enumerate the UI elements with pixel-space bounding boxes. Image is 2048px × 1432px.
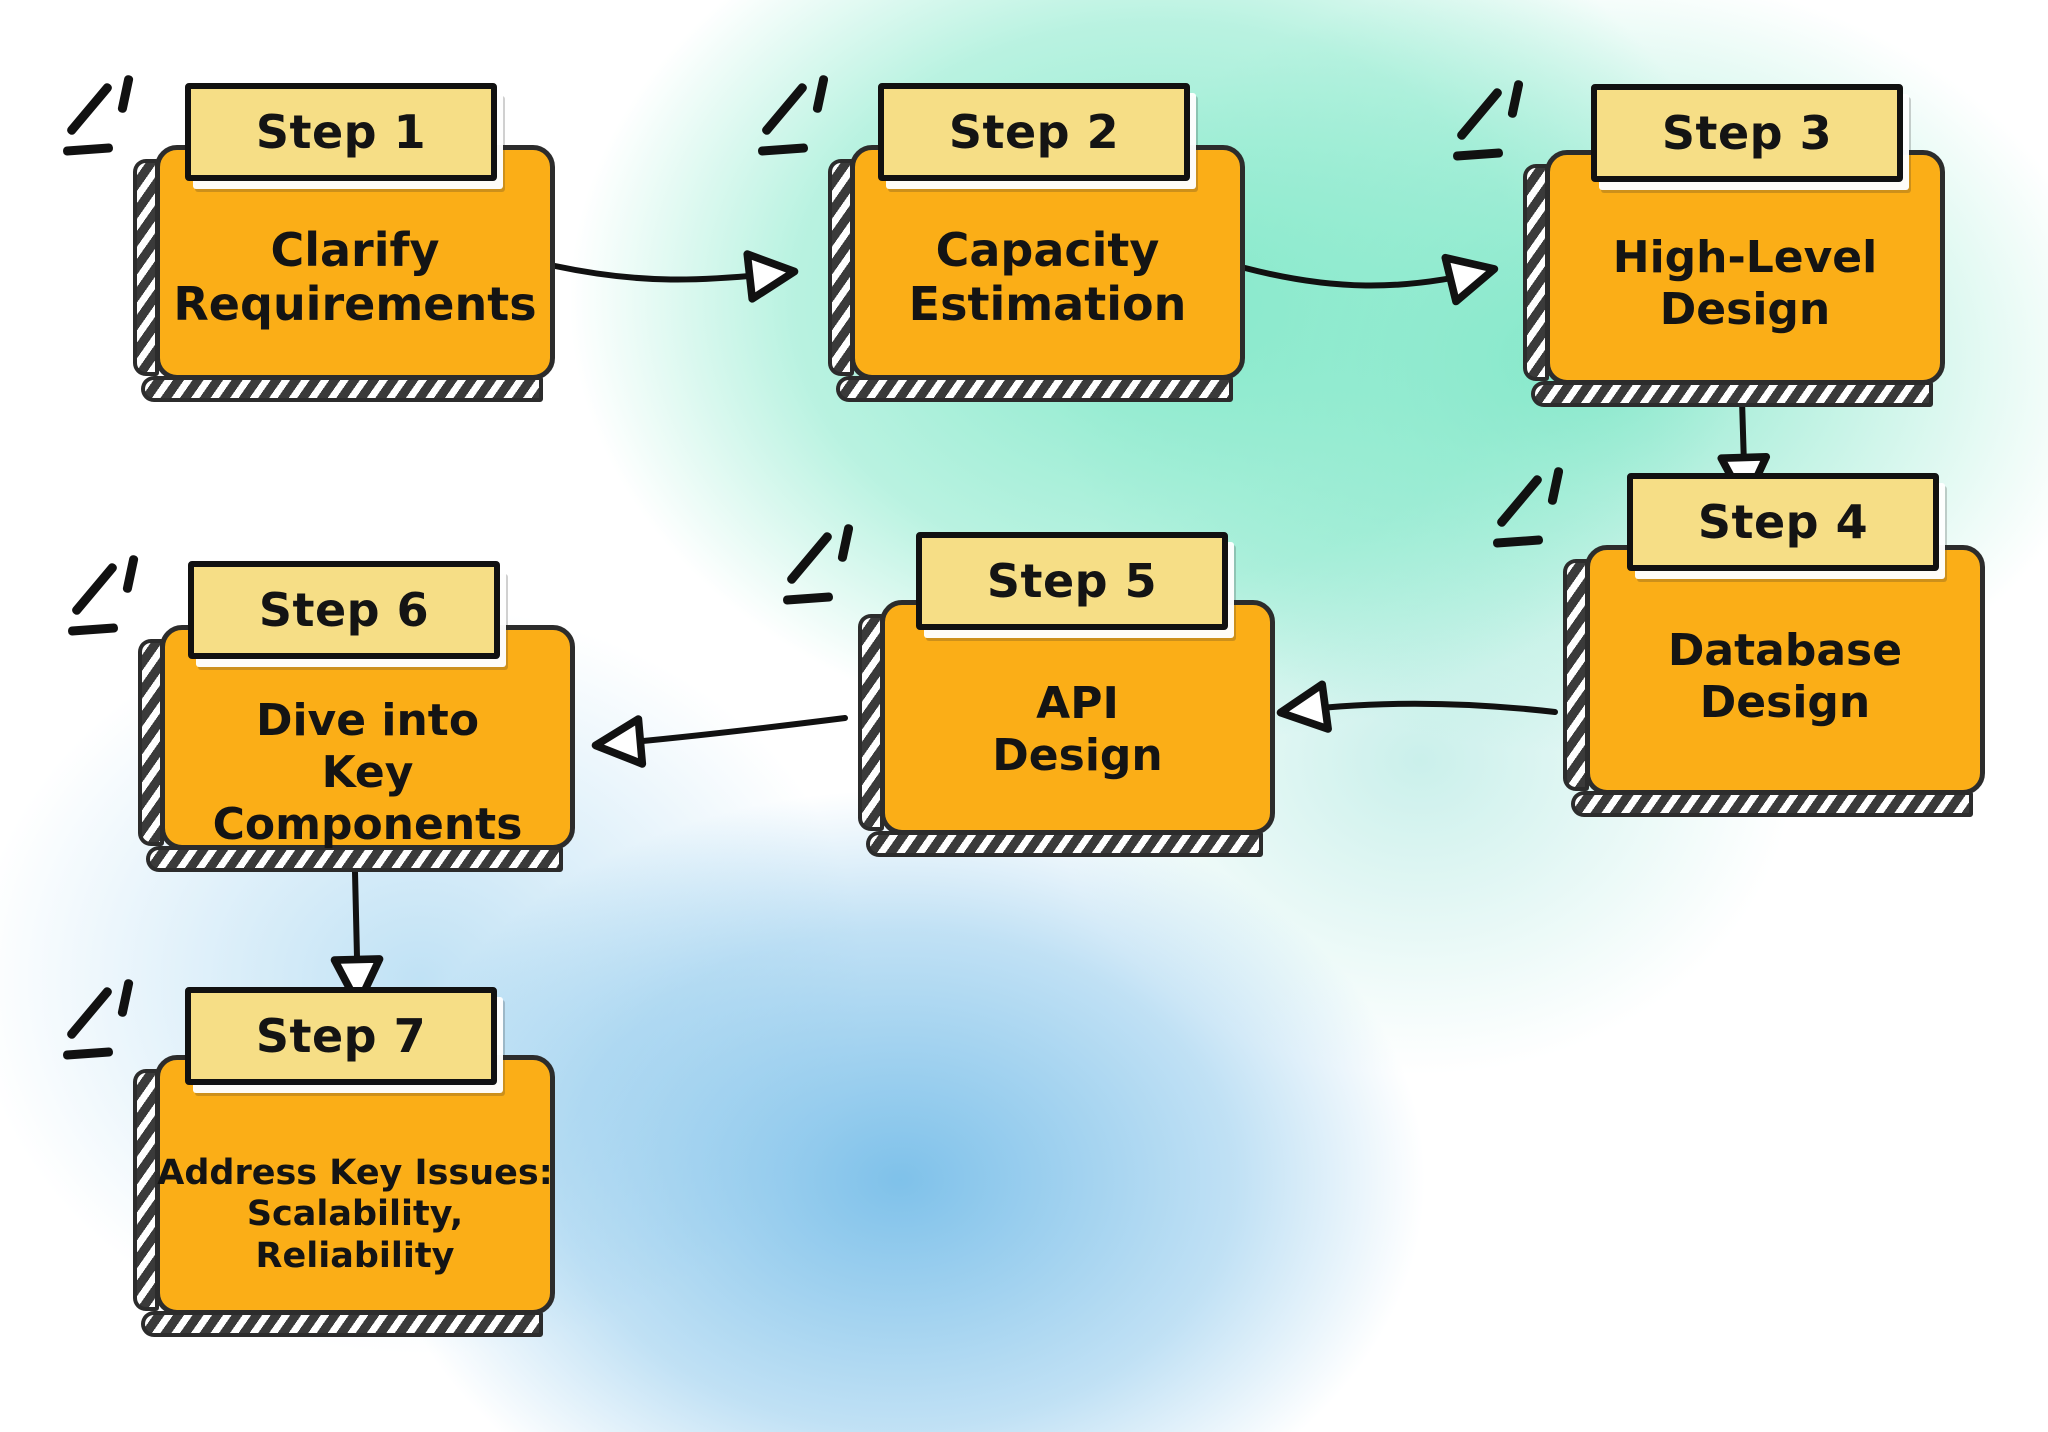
node-text: API Design [880, 678, 1275, 782]
card-edge-bottom-hatch [141, 1311, 543, 1337]
card-body [155, 145, 555, 380]
sparkle-icon [55, 73, 147, 165]
sparkle-icon [750, 73, 842, 165]
node-step2[interactable]: Step 2 Capacity Estimation [757, 74, 1245, 402]
node-text: Dive into Key Components [160, 695, 575, 851]
edge-step6-step7 [330, 869, 384, 1009]
node-step3[interactable]: Step 3 High-Level Design [1452, 79, 1945, 407]
node-text-line2: Design [992, 729, 1163, 781]
card-edge-bottom-hatch [146, 846, 563, 872]
node-text-line1: Dive into [255, 695, 480, 746]
node-text-line1: Address Key Issues: [157, 1153, 553, 1193]
step-label: Step 1 [185, 83, 497, 181]
sparkle-icon [55, 977, 147, 1069]
node-step1[interactable]: Step 1 Clarify Requirements [62, 74, 555, 402]
sparkle-icon [1485, 465, 1577, 557]
card-edge-bottom-hatch [836, 376, 1233, 402]
node-text-line1: Capacity [935, 223, 1160, 277]
node-text: Address Key Issues: Scalability, Reliabi… [155, 1153, 555, 1277]
node-text-line1: Database [1667, 625, 1903, 676]
step-label: Step 5 [916, 532, 1228, 630]
card-edge-bottom-hatch [141, 376, 543, 402]
card-edge-left-hatch [858, 614, 884, 831]
sparkle-icon [1445, 78, 1537, 170]
node-text-line2: Estimation [908, 277, 1187, 332]
node-text-line2: Requirements [173, 277, 537, 332]
sparkle-icon [775, 522, 867, 614]
step-label: Step 3 [1591, 84, 1903, 182]
edge-step1-step2 [552, 250, 799, 303]
node-step5[interactable]: Step 5 API Design [782, 523, 1275, 857]
node-text: Clarify Requirements [155, 223, 555, 332]
card-body [1585, 545, 1985, 795]
step-label: Step 6 [188, 561, 500, 659]
card-body [880, 600, 1275, 835]
node-text-line1: High-Level [1612, 232, 1878, 283]
step-label: Step 2 [878, 83, 1190, 181]
step-label: Step 4 [1627, 473, 1939, 571]
edge-step4-step5 [1276, 680, 1558, 733]
node-text-line2: Design [1659, 283, 1831, 335]
node-text: Database Design [1585, 625, 1985, 729]
card-edge-left-hatch [828, 159, 854, 376]
card-edge-left-hatch [1563, 559, 1589, 791]
card-body [160, 625, 575, 850]
step-label: Step 7 [185, 987, 497, 1085]
node-text-line2: Key Components [212, 746, 523, 850]
node-text-line2: Scalability, Reliability [246, 1194, 464, 1276]
edge-step2-step3 [1242, 253, 1499, 306]
node-text-line1: Clarify [270, 223, 440, 277]
edge-step5-step6 [591, 715, 848, 768]
node-step6[interactable]: Step 6 Dive into Key Components [67, 554, 575, 872]
node-text-line2: Design [1699, 676, 1871, 728]
node-step4[interactable]: Step 4 Database Design [1492, 466, 1985, 817]
node-text: High-Level Design [1545, 232, 1945, 336]
node-step7[interactable]: Step 7 Address Key Issues: Scalability, … [62, 978, 555, 1337]
sparkle-icon [60, 553, 152, 645]
node-text-line1: API [1036, 678, 1119, 729]
node-text: Capacity Estimation [850, 223, 1245, 332]
